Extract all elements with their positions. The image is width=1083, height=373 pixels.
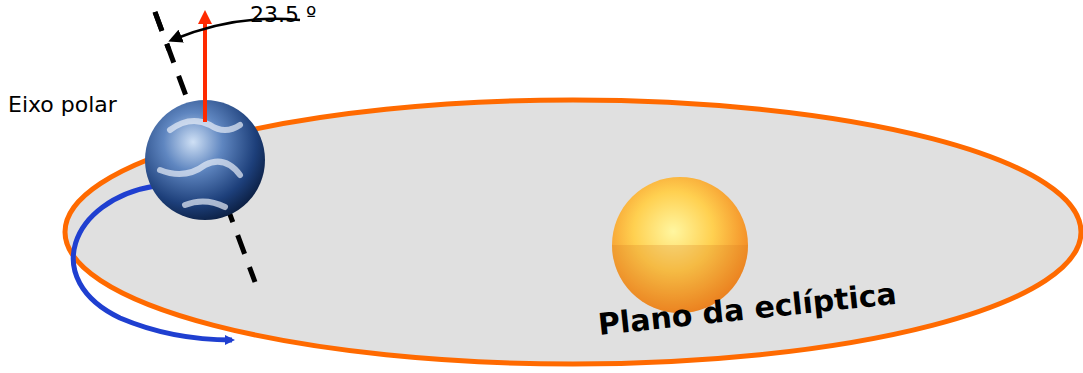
axis-label: Eixo polar [8,92,117,117]
sun [612,177,748,313]
angle-value: 23.5 º [250,2,316,27]
vertical-arrow [203,14,207,122]
ecliptic-plane [65,100,1081,364]
earth-clouds [160,121,240,207]
polar-axis-top [155,12,169,50]
